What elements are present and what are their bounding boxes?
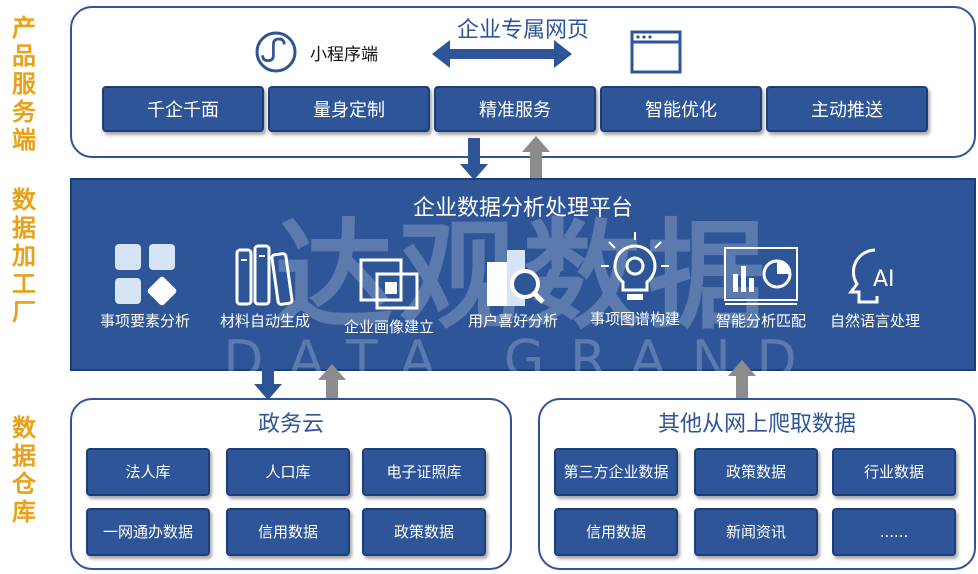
svg-text:AI: AI xyxy=(873,267,895,292)
grid-blocks-icon xyxy=(115,244,177,306)
feature-item-4: 用户喜好分析 xyxy=(458,244,568,331)
arrow-down-blue-left xyxy=(254,360,282,400)
gov-item-3[interactable]: 电子证照库 xyxy=(362,448,486,496)
files-binder-icon xyxy=(235,244,294,306)
service-button-5[interactable]: 主动推送 xyxy=(766,86,928,132)
feature-label-6: 智能分析匹配 xyxy=(715,312,806,330)
web-data-title: 其他从网上爬取数据 xyxy=(657,412,856,437)
side-label-warehouse-text: 数据仓库 xyxy=(12,414,36,526)
portrait-frame-icon xyxy=(359,258,419,310)
feature-label-1: 事项要素分析 xyxy=(99,312,190,330)
web-item-1[interactable]: 第三方企业数据 xyxy=(554,448,678,496)
service-button-2[interactable]: 量身定制 xyxy=(268,86,430,132)
bulb-gear-icon xyxy=(601,232,669,300)
web-item-5[interactable]: 新闻资讯 xyxy=(694,508,818,556)
side-label-process-text: 数据加工厂 xyxy=(12,186,36,326)
feature-label-2: 材料自动生成 xyxy=(219,312,310,330)
gov-cloud-panel: 政务云 法人库 人口库 电子证照库 一网通办数据 信用数据 政策数据 xyxy=(70,398,512,570)
watermark-en: DATA GRAND xyxy=(223,330,823,390)
gov-item-2[interactable]: 人口库 xyxy=(226,448,350,496)
feature-label-7: 自然语言处理 xyxy=(829,312,920,330)
gov-item-5[interactable]: 信用数据 xyxy=(226,508,350,556)
mini-program-icon xyxy=(255,31,297,73)
gov-item-4[interactable]: 一网通办数据 xyxy=(86,508,210,556)
feature-label-4: 用户喜好分析 xyxy=(467,312,558,330)
double-arrow-icon xyxy=(432,40,572,68)
ai-head-icon: AI xyxy=(848,248,895,304)
gov-item-1[interactable]: 法人库 xyxy=(86,448,210,496)
browser-window-icon xyxy=(630,30,682,74)
feature-item-1: 事项要素分析 xyxy=(90,240,200,331)
feature-item-7: AI 自然语言处理 xyxy=(820,246,930,331)
building-search-icon xyxy=(487,250,545,306)
arrow-up-gray-left xyxy=(318,364,346,408)
side-label-warehouse: 数据仓库 xyxy=(6,414,42,526)
service-button-3[interactable]: 精准服务 xyxy=(434,86,596,132)
gov-cloud-title: 政务云 xyxy=(257,412,324,437)
arrow-down-blue xyxy=(460,138,488,180)
mini-program-label: 小程序端 xyxy=(310,45,378,65)
service-button-1[interactable]: 千企千面 xyxy=(102,86,264,132)
web-item-2[interactable]: 政策数据 xyxy=(694,448,818,496)
platform-title: 企业数据分析处理平台 xyxy=(412,196,633,221)
product-service-panel: 企业专属网页 小程序端 千企千面 量身定制 精准服务 智能优化 主动推送 xyxy=(70,6,976,158)
web-item-3[interactable]: 行业数据 xyxy=(832,448,956,496)
side-label-process: 数据加工厂 xyxy=(6,186,42,326)
side-label-product-text: 产品服务端 xyxy=(12,14,36,154)
web-data-panel: 其他从网上爬取数据 第三方企业数据 政策数据 行业数据 信用数据 新闻资讯 ..… xyxy=(538,398,976,570)
web-page-title: 企业专属网页 xyxy=(456,18,589,43)
arrow-up-gray-right xyxy=(728,360,756,402)
side-label-product: 产品服务端 xyxy=(6,14,42,154)
feature-label-3: 企业画像建立 xyxy=(343,318,434,336)
dashboard-chart-icon xyxy=(724,247,798,305)
web-item-6[interactable]: ...... xyxy=(832,508,956,556)
feature-item-6: 智能分析匹配 xyxy=(706,244,816,331)
service-button-4[interactable]: 智能优化 xyxy=(600,86,762,132)
feature-item-2: 材料自动生成 xyxy=(210,240,320,331)
gov-item-6[interactable]: 政策数据 xyxy=(362,508,486,556)
feature-item-3: 企业画像建立 xyxy=(334,254,444,337)
feature-label-5: 事项图谱构建 xyxy=(589,310,680,328)
arrow-up-gray xyxy=(522,136,550,180)
feature-item-5: 事项图谱构建 xyxy=(580,230,690,329)
data-platform-panel: 达观数据 DATA GRAND 企业数据分析处理平台 事项要素分析 材料自动生成… xyxy=(70,178,976,390)
web-item-4[interactable]: 信用数据 xyxy=(554,508,678,556)
